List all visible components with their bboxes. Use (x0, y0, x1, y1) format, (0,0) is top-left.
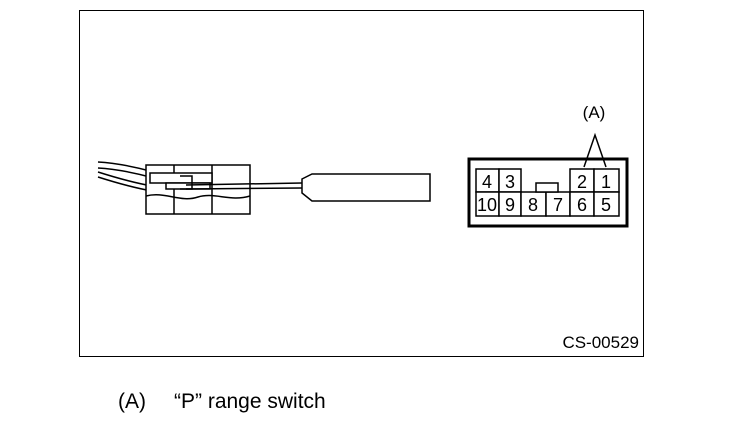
pin-label-7: 7 (553, 195, 563, 215)
connector-diagram: 4 3 2 1 10 9 8 7 6 5 (A) (97, 103, 629, 228)
callout-a: (A) (583, 103, 607, 168)
pin-label-4: 4 (482, 172, 492, 192)
pin-label-1: 1 (601, 172, 611, 192)
pin-label-3: 3 (505, 172, 515, 192)
pin-label-9: 9 (505, 195, 515, 215)
pin-label-5: 5 (601, 195, 611, 215)
harness-wires (97, 161, 153, 192)
pin-label-8: 8 (528, 195, 538, 215)
pin-label-2: 2 (577, 172, 587, 192)
legend-key: (A) (118, 390, 146, 413)
test-probe (185, 173, 431, 202)
callout-label: (A) (583, 103, 606, 122)
figure-frame: 4 3 2 1 10 9 8 7 6 5 (A) CS-00529 (79, 10, 644, 357)
harness-connector (145, 164, 251, 215)
connector-face (467, 157, 629, 228)
pin-label-10: 10 (477, 195, 497, 215)
pin-label-6: 6 (577, 195, 587, 215)
legend: (A) “P” range switch (118, 390, 326, 414)
figure-code: CS-00529 (562, 333, 639, 352)
legend-text: “P” range switch (174, 390, 326, 413)
